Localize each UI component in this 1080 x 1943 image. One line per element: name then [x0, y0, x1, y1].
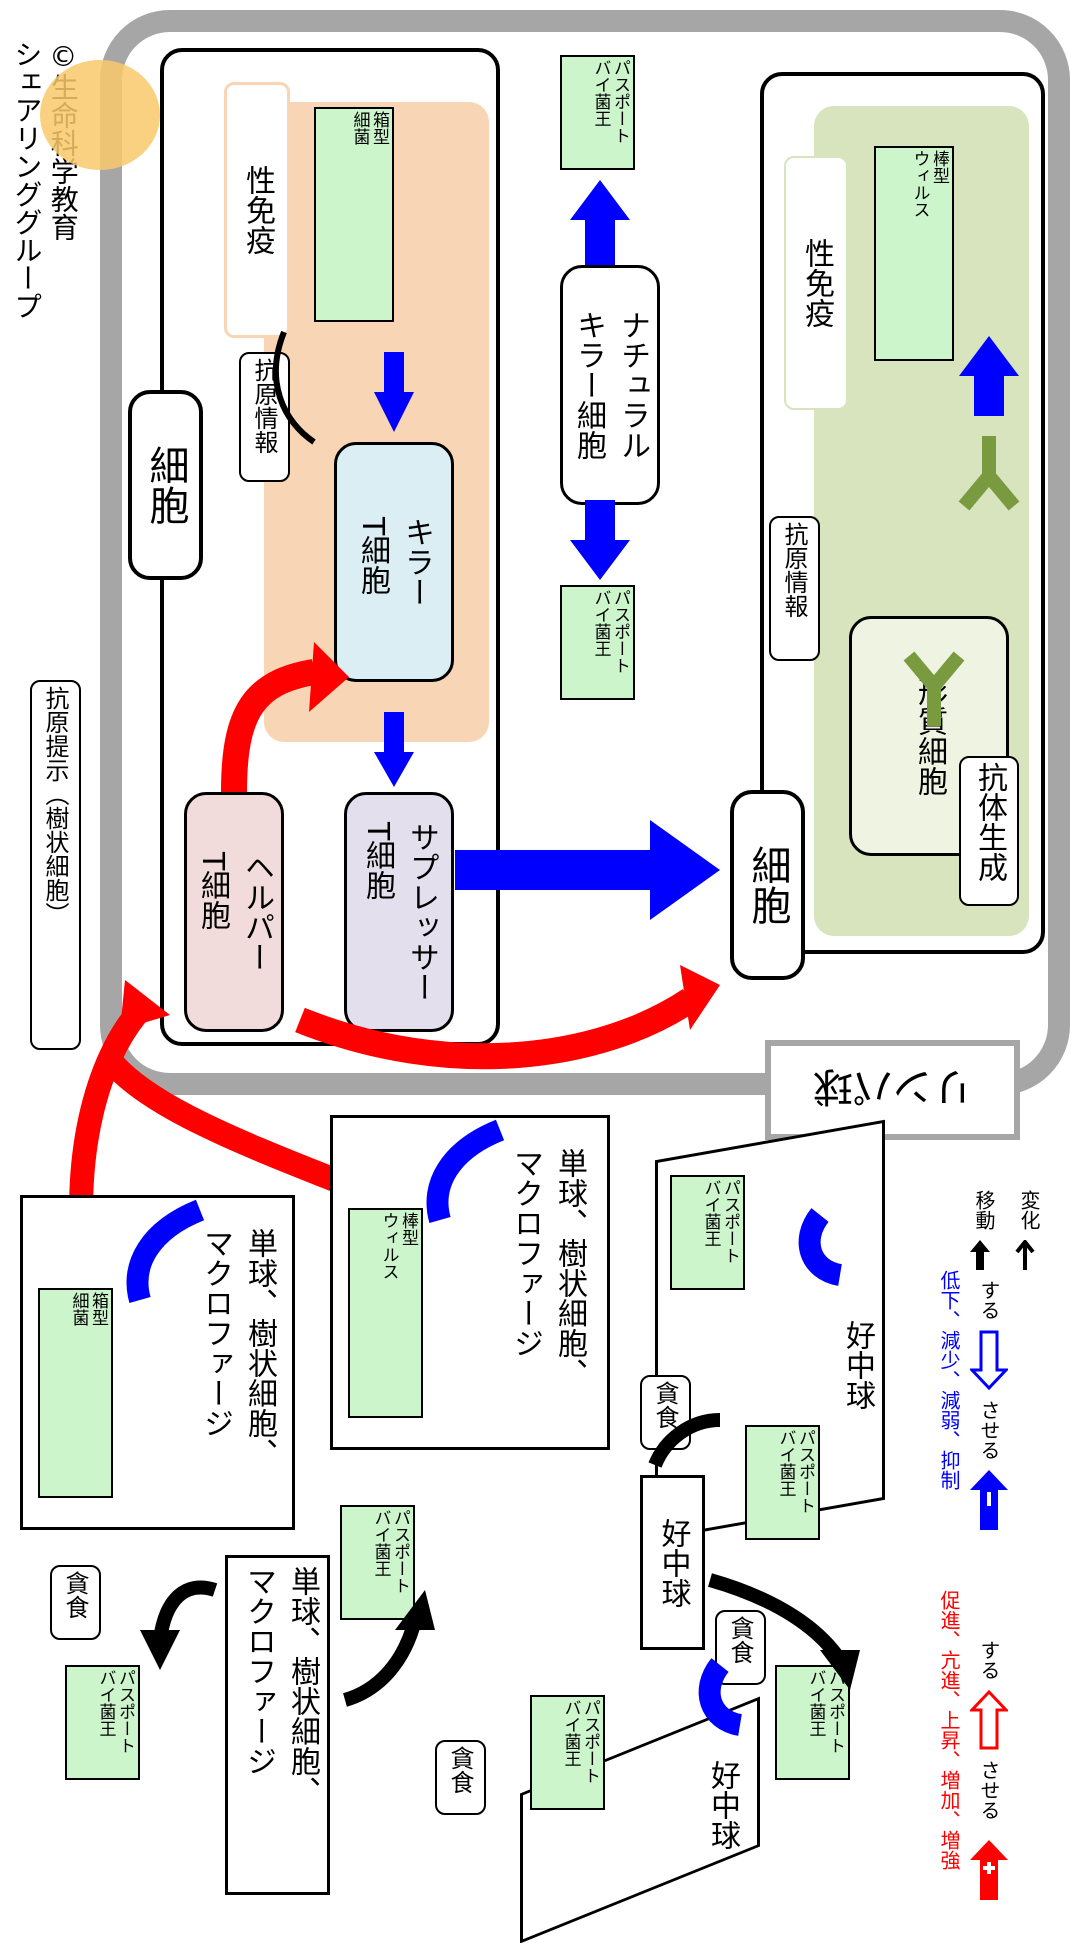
nk-target-tag-top: パスポート バイ菌王 [560, 55, 635, 170]
suppressor-to-humoral-arrow [455, 820, 720, 920]
cell-panel-arrows [221, 330, 414, 793]
humoral-immunity-panel: 性免疫 棒型 ウィルス 抗原情報 形質細胞 抗体生成 [760, 72, 1045, 954]
passport-tag-3: パスポート バイ菌王 [745, 1425, 820, 1540]
helper-to-humoral-arrow [295, 989, 698, 1070]
phagocyte-panel-2: 棒型 ウィルス 単球、樹状細胞、 マクロファージ [330, 1115, 610, 1450]
neutrophil-panel-1-tag: パスポート バイ菌王 [530, 1695, 605, 1810]
legend-move: 移動 [972, 1190, 996, 1230]
legend-change: 変化 [1017, 1190, 1041, 1230]
legend-promote-cause: させる [977, 1760, 1001, 1820]
humoral-subtitle-box: 性免疫 [784, 156, 848, 410]
neutrophil-panel-2-label: 好中球 [840, 1320, 875, 1410]
phagocyte-panel-1-tag: 箱型 細菌 [38, 1288, 113, 1498]
credit-line-2: シェアリンググループ [10, 40, 44, 320]
suppressor-t-cell[interactable]: サプレッサー T細胞 [344, 792, 454, 1032]
legend-promote-cause-icon [970, 1840, 1008, 1900]
neutrophil-panel-1-label: 好中球 [705, 1760, 740, 1850]
legend-promote-self: する [977, 1640, 1001, 1680]
suppressor-to-killer-arrow [374, 712, 414, 787]
phagocytosis-bubble-4: 貪食 [715, 1610, 766, 1685]
humoral-title-box: 細胞 [730, 790, 805, 980]
antigen-presentation-bubble: 抗原提示（樹状細胞） [30, 680, 81, 1050]
helper-to-humoral-arrowhead [680, 965, 720, 1030]
antibody-shape [958, 436, 1020, 511]
boxbacteria-tag: 箱型 細菌 [314, 107, 394, 322]
phagocyte-panel-1: 箱型 細菌 単球、樹状細胞、 マクロファージ [20, 1195, 295, 1530]
nk-target-tag-bottom: パスポート バイ菌王 [560, 585, 635, 700]
legend: 促進、亢進、上昇、増加、増強 させる する 低下、減少、減弱、抑制 させる する… [930, 1150, 1070, 1910]
lymphocyte-label-box: リンパ球 [765, 1040, 1020, 1140]
legend-suppress-self-icon [968, 1330, 1010, 1391]
helper-t-cell[interactable]: ヘルパー T細胞 [184, 792, 284, 1032]
chick-illustration [40, 60, 160, 170]
cell-immunity-title: 細胞 [142, 445, 189, 525]
cell-immunity-title-box: 細胞 [128, 390, 203, 580]
nk-cell[interactable]: ナチュラル キラー細胞 [560, 265, 660, 505]
eat-arrow-1 [153, 1580, 218, 1642]
humoral-antigen-info-bubble: 抗原情報 [769, 516, 820, 661]
phagocytosis-bubble-1: 貪食 [50, 1565, 101, 1640]
phagocyte-panel-2-tag: 棒型 ウィルス [348, 1208, 423, 1418]
phagocyte-panel-2-label: 単球、樹状細胞、 マクロファージ [508, 1148, 587, 1388]
antigen-info-arrow [273, 330, 316, 445]
neutrophil-main-box: 好中球 [640, 1475, 705, 1650]
humoral-arrows [903, 336, 1020, 726]
neutrophil-suppress-arrow-1 [698, 1658, 743, 1736]
phagocyte-panel-1-label: 単球、樹状細胞、 マクロファージ [198, 1228, 277, 1468]
nk-down-arrow [570, 500, 630, 580]
neutrophil-suppress-arrow-2 [798, 1208, 843, 1286]
neutrophil-panel-2-tag: パスポート バイ菌王 [670, 1175, 745, 1290]
passport-tag-4: パスポート バイ菌王 [775, 1665, 850, 1780]
nk-up-arrow [570, 180, 630, 265]
legend-suppress-cause: させる [977, 1400, 1001, 1460]
plasma-antibody-shape [903, 651, 965, 726]
rodvirus-up-arrow [959, 336, 1019, 416]
antigen-presentation-arrowhead [120, 980, 170, 1030]
passport-tag-2: パスポート バイ菌王 [340, 1505, 415, 1620]
killer-t-cell[interactable]: キラー T細胞 [334, 442, 454, 682]
cell-immunity-subtitle: 性免疫 [240, 165, 275, 255]
legend-suppress-self: する [977, 1280, 1001, 1320]
legend-suppress-cause-icon [970, 1470, 1008, 1530]
cell-immunity-panel: 性免疫 箱型 細菌 抗原情報 キラー T細胞 ヘルパー T細胞 サプレッサー T… [160, 48, 500, 1046]
legend-promote-terms: 促進、亢進、上昇、増加、増強 [937, 1590, 961, 1870]
antibody-production-bubble: 抗体生成 [959, 756, 1019, 906]
antigen-presentation-arrow-2 [100, 1052, 365, 1202]
passport-tag-1: パスポート バイ菌王 [65, 1665, 140, 1780]
eat-arrow-4 [708, 1573, 846, 1664]
phagocytosis-bubble-2: 貪食 [435, 1740, 486, 1815]
boxbacteria-down-arrow [374, 352, 414, 432]
phagocyte-suppress-arrow-2 [426, 1119, 505, 1224]
eat-arrow-4-head [820, 1650, 860, 1690]
legend-promote-self-icon [968, 1689, 1010, 1750]
helper-to-killer-arrowhead [309, 642, 349, 712]
eat-arrow-2-head [395, 1590, 435, 1630]
rodvirus-tag: 棒型 ウィルス [874, 146, 954, 361]
eat-arrow-3 [648, 1413, 721, 1468]
phagocyte-main-box: 単球、樹状細胞、 マクロファージ [225, 1555, 330, 1895]
legend-change-icon [1015, 1238, 1035, 1270]
eat-arrow-2 [342, 1618, 422, 1707]
helper-to-killer-arrow [221, 659, 317, 793]
legend-move-icon [970, 1240, 990, 1270]
nk-arrows [570, 180, 630, 580]
legend-suppress-terms: 低下、減少、減弱、抑制 [937, 1270, 961, 1490]
cell-immunity-subtitle-box: 性免疫 [224, 82, 290, 338]
eat-arrow-1-head [140, 1630, 180, 1670]
phagocyte-suppress-arrow-1 [126, 1199, 205, 1304]
phagocyte-main-label: 単球、樹状細胞、 マクロファージ [241, 1566, 320, 1806]
